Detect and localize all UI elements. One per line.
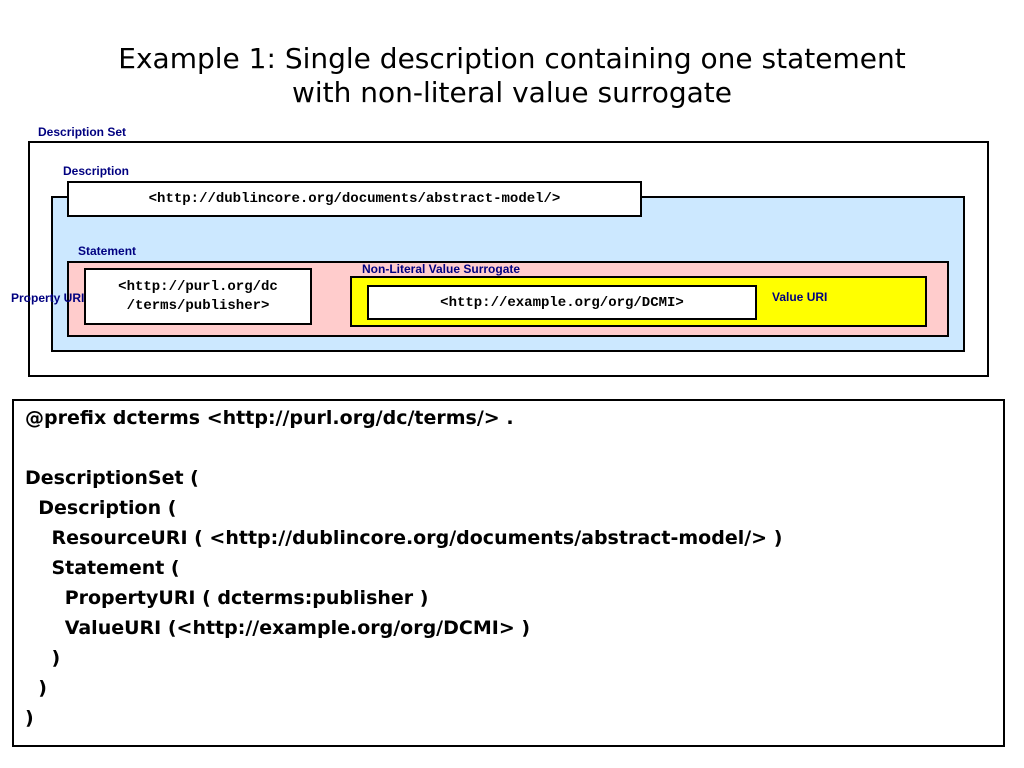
property-uri-line-1: <http://purl.org/dc bbox=[118, 278, 278, 295]
description-set-label: Description Set bbox=[38, 125, 127, 139]
title-line-1: Example 1: Single description containing… bbox=[118, 42, 906, 75]
value-uri-label: Value URI bbox=[772, 290, 828, 304]
code-line: ) bbox=[25, 677, 47, 699]
property-uri-box: <http://purl.org/dc /terms/publisher> bbox=[84, 268, 312, 325]
code-line: DescriptionSet ( bbox=[25, 467, 199, 489]
code-listing: @prefix dcterms <http://purl.org/dc/term… bbox=[12, 399, 1005, 747]
value-uri-text: <http://example.org/org/DCMI> bbox=[440, 294, 684, 311]
code-line: @prefix dcterms <http://purl.org/dc/term… bbox=[25, 407, 514, 429]
resource-uri-box: <http://dublincore.org/documents/abstrac… bbox=[67, 181, 642, 217]
code-line: ValueURI (<http://example.org/org/DCMI> … bbox=[25, 617, 531, 639]
property-uri-line-2: /terms/publisher> bbox=[126, 297, 270, 314]
value-uri-box: <http://example.org/org/DCMI> bbox=[367, 285, 757, 320]
title-line-2: with non-literal value surrogate bbox=[291, 76, 733, 109]
slide-title: Example 1: Single description containing… bbox=[0, 42, 1024, 110]
code-line: Statement ( bbox=[25, 557, 180, 579]
description-label: Description bbox=[63, 164, 130, 178]
code-line: ) bbox=[25, 707, 34, 729]
surrogate-label: Non-Literal Value Surrogate bbox=[362, 262, 521, 276]
code-line: ResourceURI ( <http://dublincore.org/doc… bbox=[25, 527, 783, 549]
statement-label: Statement bbox=[78, 244, 137, 258]
code-line: PropertyURI ( dcterms:publisher ) bbox=[25, 587, 429, 609]
code-line bbox=[25, 433, 1003, 463]
resource-uri-text: <http://dublincore.org/documents/abstrac… bbox=[148, 191, 561, 207]
code-line: ) bbox=[25, 647, 61, 669]
code-line: Description ( bbox=[25, 497, 177, 519]
property-uri-label: Property URI bbox=[11, 291, 85, 305]
